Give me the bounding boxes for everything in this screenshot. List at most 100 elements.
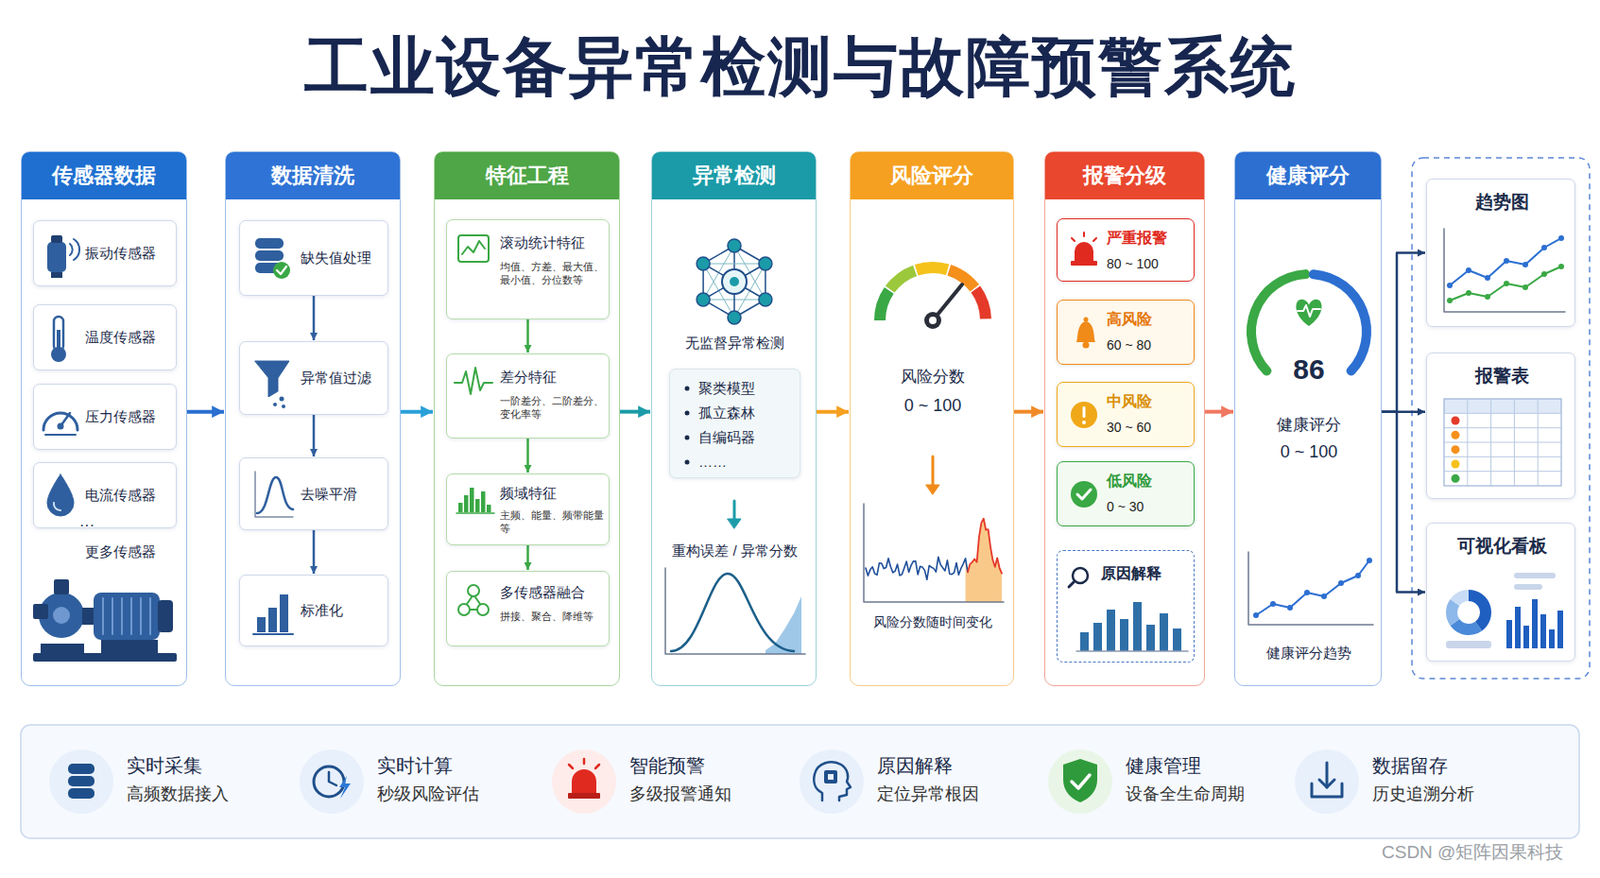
icon-part (1548, 629, 1555, 649)
icon-group (454, 367, 493, 395)
icon-part (257, 617, 266, 633)
node-text: 去噪平滑 (300, 484, 386, 504)
node-text: 定位异常根因 (877, 783, 1029, 806)
node-text: 频域特征 (499, 483, 606, 503)
icon-part (1338, 580, 1344, 586)
panel-heading: 风险评分 (850, 152, 1014, 200)
icon-part (1466, 398, 1468, 486)
icon-part (863, 503, 1004, 603)
icon-part (1321, 593, 1327, 600)
icon-part (865, 556, 968, 580)
node-text: 一阶差分、二阶差分、变化率等 (499, 394, 606, 422)
icon-part (1522, 261, 1529, 268)
icon-part (1537, 398, 1539, 486)
icon-part (454, 367, 493, 395)
icon-part (551, 749, 617, 814)
stage-panel: 振动传感器温度传感器压力传感器电流传感器传感器数据 (20, 151, 188, 687)
capability-item: 智能预警多级报警通知 (546, 743, 783, 820)
node-text: 高风险 (1106, 309, 1192, 330)
flow-arrow (400, 410, 433, 414)
icon-part (130, 598, 133, 635)
node-text: 差分特征 (499, 367, 606, 387)
icon-part (279, 594, 289, 633)
icon-part (45, 433, 76, 436)
node-illustration (1057, 462, 1196, 528)
node-text: 86 (1235, 350, 1383, 388)
node-text: 多级报警通知 (629, 783, 781, 806)
icon-part (765, 596, 802, 654)
icon-part (799, 749, 864, 814)
icon-part (727, 518, 741, 529)
icon-part (722, 269, 747, 294)
icon-part (1465, 290, 1472, 296)
process-box: 异常值过滤 (239, 341, 389, 415)
icon-part (929, 316, 937, 325)
icon-part (924, 311, 942, 329)
node-text: 设备全生命周期 (1125, 783, 1277, 806)
icon-part (51, 272, 63, 278)
output-group (1411, 157, 1590, 679)
node-text: 0 ~ 100 (850, 395, 1016, 417)
icon-part (1444, 470, 1562, 472)
icon-part (1294, 749, 1360, 814)
icon-group (49, 749, 114, 814)
model-list: 聚类模型孤立森林自编码器…… (669, 368, 801, 479)
icon-part (665, 567, 806, 654)
icon-group (456, 487, 495, 514)
icon-part (1449, 238, 1562, 286)
icon-part (1503, 280, 1510, 287)
node-text: …… (698, 452, 793, 472)
icon-part (255, 361, 290, 397)
icon-part (874, 287, 895, 321)
node-text: 聚类模型 (698, 378, 793, 398)
flow-arrow (526, 438, 530, 473)
flow-arrow (312, 530, 316, 574)
node-text: 实时计算 (377, 753, 529, 778)
icon-part (567, 792, 601, 799)
node-text: 温度传感器 (85, 327, 174, 347)
icon-part (1557, 610, 1564, 649)
process-box: 去噪平滑 (239, 457, 389, 531)
sensor-note: 更多传感器 (85, 542, 156, 562)
icon-part (33, 653, 177, 662)
icon-part (824, 770, 838, 784)
icon-part (1106, 609, 1116, 652)
icon-part (965, 518, 1002, 603)
alarm-box: 严重报警80 ~ 100 (1056, 218, 1195, 282)
icon-part (758, 257, 773, 271)
node-illustration (447, 571, 611, 648)
icon-part (43, 412, 78, 431)
icon-part (1558, 235, 1565, 241)
icon-part (1355, 572, 1361, 579)
flow-arrow (526, 545, 530, 570)
icon-part (49, 749, 114, 814)
icon-part (1446, 297, 1453, 304)
icon-part (157, 600, 173, 633)
icon-part (120, 598, 123, 635)
node-text: 严重报警 (1106, 228, 1192, 249)
icon-group (51, 316, 67, 362)
icon-part (727, 310, 741, 325)
icon-group (1070, 232, 1098, 266)
feature-box: 多传感器融合拼接、聚合、降维等 (446, 570, 610, 647)
icon-group (458, 584, 489, 616)
node-text: 秒级风险评估 (377, 783, 529, 806)
icon-part (1513, 398, 1515, 486)
icon-part (1070, 260, 1098, 266)
icon-group (47, 235, 80, 278)
icon-part (571, 769, 597, 793)
icon-part (727, 239, 741, 253)
icon-part (926, 484, 940, 495)
icon-part (273, 261, 291, 279)
node-text: 多传感器融合 (499, 583, 606, 603)
icon-part (885, 265, 917, 293)
capability-item: 数据留存历史追溯分析 (1289, 743, 1526, 820)
node-text: 60 ~ 80 (1106, 336, 1192, 354)
flow-arrow (1204, 410, 1234, 414)
icon-part (1133, 602, 1142, 652)
icon-part (1297, 305, 1321, 317)
alarm-box: 中风险30 ~ 60 (1056, 381, 1195, 448)
icon-part (299, 749, 364, 814)
icon-part (68, 775, 95, 787)
icon-part (1255, 560, 1370, 616)
